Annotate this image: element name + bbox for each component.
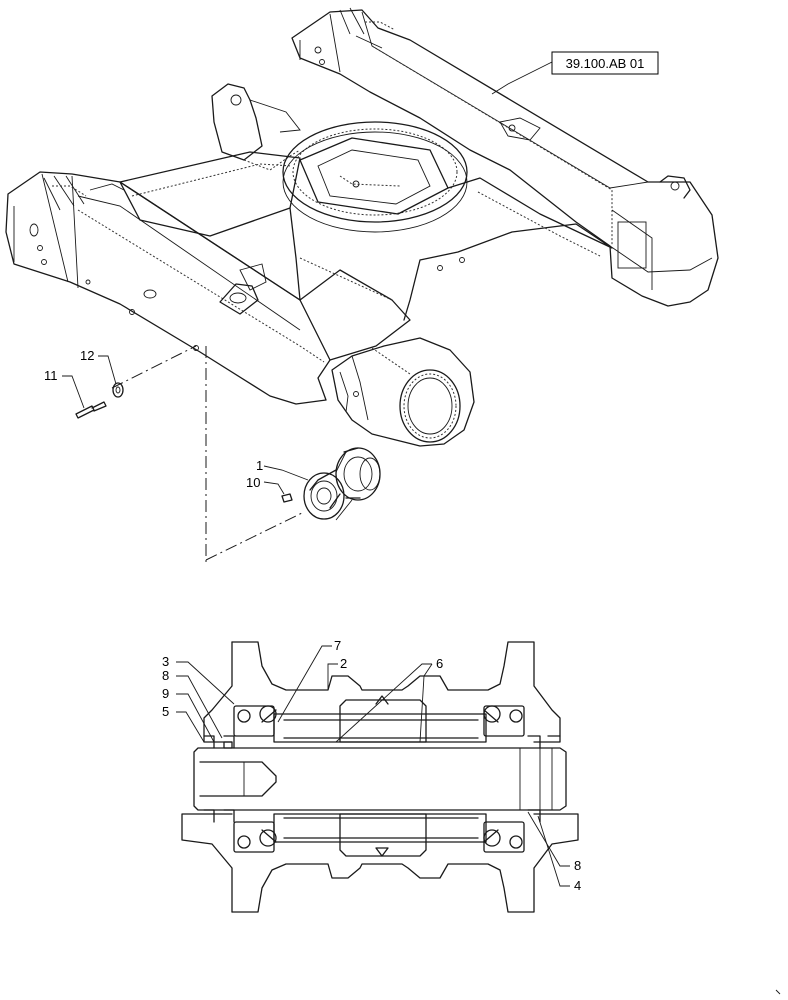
callout-5: 5 xyxy=(162,704,169,719)
callout-1: 1 xyxy=(256,458,263,473)
callout-6: 6 xyxy=(436,656,443,671)
track-frame-illustration xyxy=(5,7,719,447)
callout-4: 4 xyxy=(574,878,581,893)
roller-assembly-illustration xyxy=(281,447,381,521)
center-line-roller xyxy=(205,511,305,561)
reference-leader xyxy=(491,61,553,95)
callout-12: 12 xyxy=(80,348,94,363)
callout-9: 9 xyxy=(162,686,169,701)
callout-2: 2 xyxy=(340,656,347,671)
callout-labels: 1 10 11 12 3 8 9 5 7 2 6 8 4 xyxy=(44,348,581,893)
bolt-11-illustration xyxy=(75,401,107,419)
callout-10: 10 xyxy=(246,475,260,490)
washer-12-illustration xyxy=(112,382,124,398)
callout-8-left: 8 xyxy=(162,668,169,683)
leader-lines xyxy=(62,355,570,887)
callout-11: 11 xyxy=(44,368,58,383)
reference-label[interactable]: 39.100.AB 01 xyxy=(566,56,645,71)
roller-cross-section xyxy=(181,641,579,913)
center-line-bolt xyxy=(111,345,197,389)
callout-8-right: 8 xyxy=(574,858,581,873)
callout-3: 3 xyxy=(162,654,169,669)
corner-mark xyxy=(775,989,781,995)
callout-7: 7 xyxy=(334,638,341,653)
reference-link[interactable]: 39.100.AB 01 xyxy=(551,51,659,75)
